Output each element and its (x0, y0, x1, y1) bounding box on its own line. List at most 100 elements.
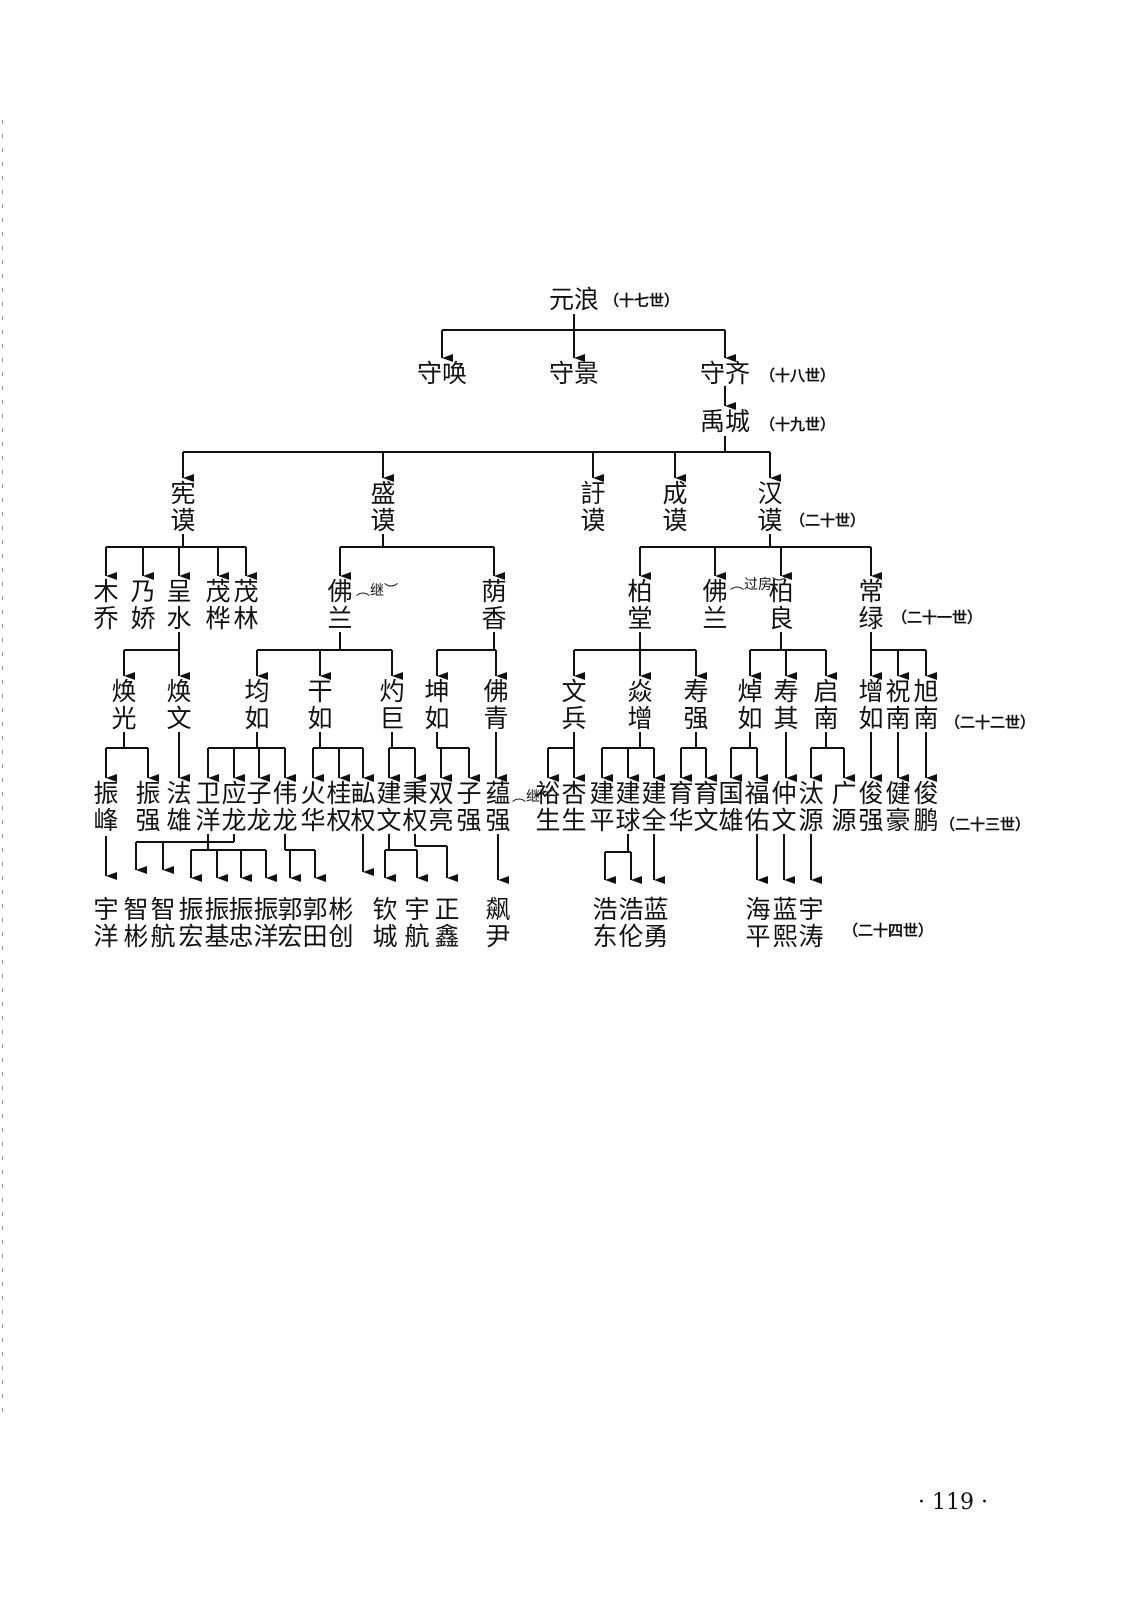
person-qincheng: 钦 城 (372, 895, 398, 951)
person-fuyou: 福 佑 (744, 779, 770, 835)
person-yuhang: 宇 航 (404, 895, 430, 951)
note-ji-yunqiang: ︵继︶ (512, 789, 554, 805)
generation-label-18: （十八世） (760, 366, 836, 385)
person-jianqiu: 建 球 (615, 779, 641, 835)
person-guoxiong: 国 雄 (718, 779, 744, 835)
person-lanyong: 蓝 勇 (643, 895, 669, 951)
person-weilong: 伟 龙 (272, 779, 298, 835)
person-zhenyang: 振 洋 (253, 895, 279, 951)
generation-label-24: （二十四世） (843, 921, 934, 940)
page-number: · 119 · (918, 1490, 988, 1515)
person-folan-guofang: 佛 兰 (702, 577, 728, 633)
person-maolin: 茂 林 (233, 577, 259, 633)
person-shouqi2: 寿 其 (773, 677, 799, 733)
person-zhenji: 振 基 (204, 895, 230, 951)
person-jianquan: 建 全 (641, 779, 667, 835)
person-yutao: 宇 涛 (798, 895, 824, 951)
generation-label-17: （十七世） (604, 291, 680, 310)
person-maohua: 茂 桦 (205, 577, 231, 633)
person-xunan: 旭 南 (913, 677, 939, 733)
person-shuangliang: 双 亮 (428, 779, 454, 835)
person-zhenzhong: 振 忠 (228, 895, 254, 951)
person-hanmo: 汉 谟 (757, 479, 783, 535)
person-guangyuan: 广 源 (831, 779, 857, 835)
person-yuyang: 宇 洋 (93, 895, 119, 951)
generation-label-19: （十九世） (760, 415, 836, 434)
person-taiyuan: 汰 源 (798, 779, 824, 835)
person-guiquan: 桂 权 (326, 779, 352, 835)
person-zhongwen: 仲 文 (771, 779, 797, 835)
person-zilong: 子 龙 (246, 779, 272, 835)
person-junru: 均 如 (244, 677, 270, 733)
scan-edge-line (2, 120, 3, 1420)
person-shouhuan: 守唤 (416, 359, 467, 388)
person-zhuoru: 焯 如 (737, 677, 763, 733)
person-muquan: 畆 权 (350, 779, 376, 835)
person-yanzeng: 焱 增 (627, 677, 653, 733)
person-zhuoju: 灼 巨 (379, 677, 405, 733)
person-huanguang: 焕 光 (111, 677, 137, 733)
person-chengmo: 成 谟 (662, 479, 688, 535)
person-weiyang: 卫 洋 (195, 779, 221, 835)
person-chengshui: 呈 水 (166, 577, 192, 633)
person-shouqi: 守齐 (699, 359, 750, 388)
person-yucheng: 禹城 (699, 407, 750, 436)
person-zhihang: 智 航 (150, 895, 176, 951)
person-jianwen: 建 文 (376, 779, 402, 835)
person-baitang: 柏 堂 (627, 577, 653, 633)
person-zhenhong: 振 宏 (178, 895, 204, 951)
person-zhenfeng: 振 峰 (93, 779, 119, 835)
person-folan-ji: 佛 兰 (327, 577, 353, 633)
person-biaoyin: 飙 尹 (485, 895, 511, 951)
person-yinxiang: 荫 香 (481, 577, 507, 633)
person-naijiao: 乃 娇 (130, 577, 156, 633)
person-kunru: 坤 如 (424, 677, 450, 733)
generation-label-22: （二十二世） (945, 713, 1036, 732)
person-yuhua: 育 华 (668, 779, 694, 835)
person-shengmo: 盛 谟 (370, 479, 396, 535)
person-zhunan: 祝 南 (885, 677, 911, 733)
person-muqiao: 木 乔 (93, 577, 119, 633)
person-xumo: 訏 谟 (580, 479, 606, 535)
person-ganru: 干 如 (307, 677, 333, 733)
person-yuwen: 育 文 (693, 779, 719, 835)
person-junpeng: 俊 鹏 (913, 779, 939, 835)
person-bailiang: 柏 良 (768, 577, 794, 633)
person-changlu: 常 绿 (858, 577, 884, 633)
person-zhenqiang: 振 强 (135, 779, 161, 835)
person-binchuang: 彬 创 (328, 895, 354, 951)
person-haiping: 海 平 (745, 895, 771, 951)
person-haodong: 浩 东 (592, 895, 618, 951)
person-huanwen: 焕 文 (166, 677, 192, 733)
person-shoujing: 守景 (548, 359, 599, 388)
person-yinglong: 应 龙 (221, 779, 247, 835)
generation-label-21: （二十一世） (892, 608, 983, 627)
person-guotian: 郭 田 (302, 895, 328, 951)
person-xingsheng: 杏 生 (561, 779, 587, 835)
person-yusheng: 裕 生 (535, 779, 561, 835)
person-yunqiang: 蕴 强 (485, 779, 511, 835)
generation-label-23: （二十三世） (940, 815, 1031, 834)
person-zhengxin: 正 鑫 (434, 895, 460, 951)
person-haolun: 浩 伦 (618, 895, 644, 951)
person-lanxi: 蓝 熙 (772, 895, 798, 951)
person-ziqiang: 子 强 (456, 779, 482, 835)
generation-label-20: （二十世） (790, 511, 866, 530)
note-ji-folan: ︵继︶ (356, 583, 398, 599)
person-xianmo: 宪 谟 (170, 479, 196, 535)
note-guofang: ︵过房︶ (730, 577, 786, 593)
person-zhibin: 智 彬 (123, 895, 149, 951)
person-jianhao: 健 豪 (885, 779, 911, 835)
person-wenbing: 文 兵 (561, 677, 587, 733)
person-faxiong: 法 雄 (166, 779, 192, 835)
person-qinan: 启 南 (813, 677, 839, 733)
person-bingquan: 秉 权 (402, 779, 428, 835)
person-jianping: 建 平 (589, 779, 615, 835)
person-yuanlang: 元浪 (548, 285, 599, 314)
person-shouqiang: 寿 强 (683, 677, 709, 733)
person-junqiang: 俊 强 (858, 779, 884, 835)
person-huohua: 火 华 (300, 779, 326, 835)
person-zengru: 增 如 (858, 677, 884, 733)
person-foqing: 佛 青 (483, 677, 509, 733)
